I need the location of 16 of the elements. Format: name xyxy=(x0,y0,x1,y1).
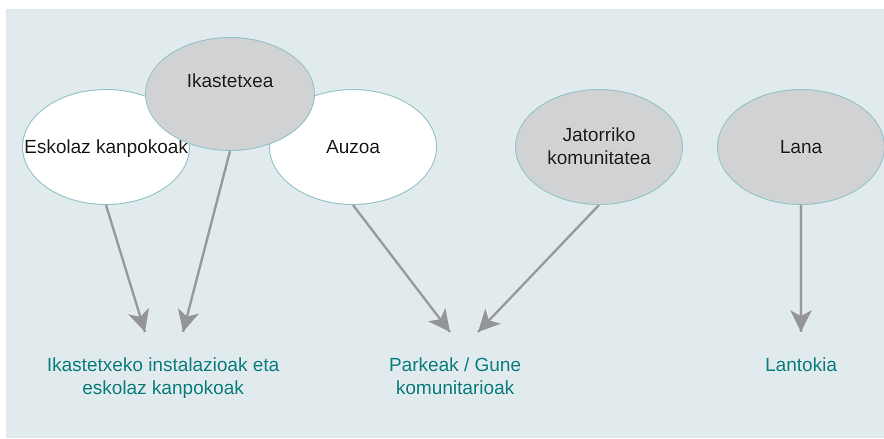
node-label: Jatorriko komunitatea xyxy=(546,124,652,170)
arrow xyxy=(477,204,600,333)
context-ellipse xyxy=(515,89,683,205)
node-label: Lana xyxy=(780,136,822,158)
place-label: Ikastetxeko instalazioak eta eskolaz kanpokoak xyxy=(46,354,280,400)
place-label: Parkeak / Gune komunitarioak xyxy=(388,354,522,400)
context-ellipse xyxy=(269,89,437,205)
arrow xyxy=(790,205,812,332)
arrow xyxy=(104,204,150,332)
node-label: Eskolaz kanpokoak xyxy=(24,136,188,158)
node-label: Auzoa xyxy=(326,136,380,158)
arrow xyxy=(352,204,451,333)
context-ellipse xyxy=(22,89,190,205)
node-label: Ikastetxea xyxy=(186,70,274,92)
arrow xyxy=(178,150,232,332)
place-label: Lantokia xyxy=(765,354,837,377)
